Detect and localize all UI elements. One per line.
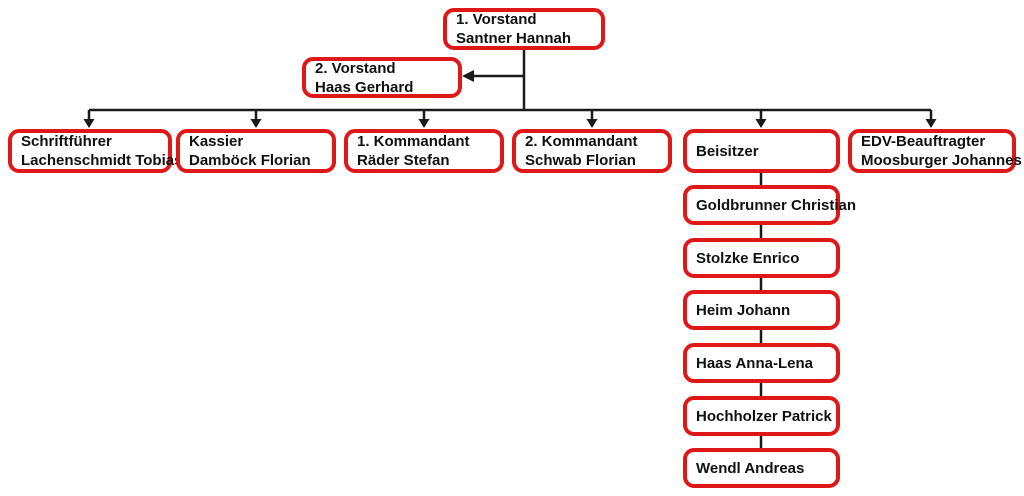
node-person: Damböck Florian [189, 152, 311, 169]
org-node-kassier: Kassier Damböck Florian [176, 129, 336, 173]
node-person: Hochholzer Patrick [696, 407, 832, 425]
node-person: Goldbrunner Christian [696, 196, 857, 214]
org-node-beisitzer-member: Heim Johann [683, 290, 840, 330]
org-node-beisitzer-member: Haas Anna-Lena [683, 343, 840, 383]
org-node-beisitzer-member: Stolzke Enrico [683, 238, 840, 278]
node-person: Wendl Andreas [696, 459, 805, 477]
node-person: Heim Johann [696, 301, 791, 319]
arrowhead-down-icon [83, 119, 95, 128]
arrowhead-left-icon [462, 70, 474, 82]
node-person: Santner Hannah [456, 30, 572, 47]
node-title: EDV-Beauftragter [861, 133, 986, 150]
arrowhead-down-icon [586, 119, 598, 128]
node-title: 2. Kommandant [525, 133, 638, 150]
node-person: Haas Gerhard [315, 78, 414, 96]
arrowhead-down-icon [755, 119, 767, 128]
node-title: Beisitzer [696, 142, 759, 160]
org-node-beisitzer-member: Hochholzer Patrick [683, 396, 840, 436]
arrowhead-down-icon [250, 119, 262, 128]
org-node-beisitzer: Beisitzer [683, 129, 840, 173]
arrowhead-down-icon [925, 119, 937, 128]
node-title: 1. Vorstand [456, 11, 537, 28]
org-node-1-vorstand: 1. Vorstand Santner Hannah [443, 8, 605, 50]
org-node-schriftfuehrer: Schriftführer Lachenschmidt Tobias [8, 129, 182, 173]
org-node-edv-beauftragter: EDV-Beauftragter Moosburger Johannes [848, 129, 1022, 173]
node-person: Schwab Florian [525, 152, 636, 169]
org-node-beisitzer-member: Goldbrunner Christian [683, 185, 856, 225]
org-node-beisitzer-member: Wendl Andreas [683, 448, 840, 488]
org-node-1-kommandant: 1. Kommandant Räder Stefan [344, 129, 504, 173]
node-person: Haas Anna-Lena [696, 354, 813, 372]
node-person: Moosburger Johannes [861, 152, 1022, 169]
node-person: Räder Stefan [357, 152, 450, 169]
node-title: 1. Kommandant [357, 133, 470, 150]
node-title: Kassier [189, 133, 244, 150]
org-node-2-kommandant: 2. Kommandant Schwab Florian [512, 129, 672, 173]
node-person: Stolzke Enrico [696, 249, 800, 267]
node-title: Schriftführer [21, 133, 112, 150]
org-node-2-vorstand: 2. Vorstand Haas Gerhard [302, 57, 462, 98]
node-title: 2. Vorstand [315, 59, 396, 77]
arrowhead-down-icon [418, 119, 430, 128]
node-person: Lachenschmidt Tobias [21, 152, 183, 169]
